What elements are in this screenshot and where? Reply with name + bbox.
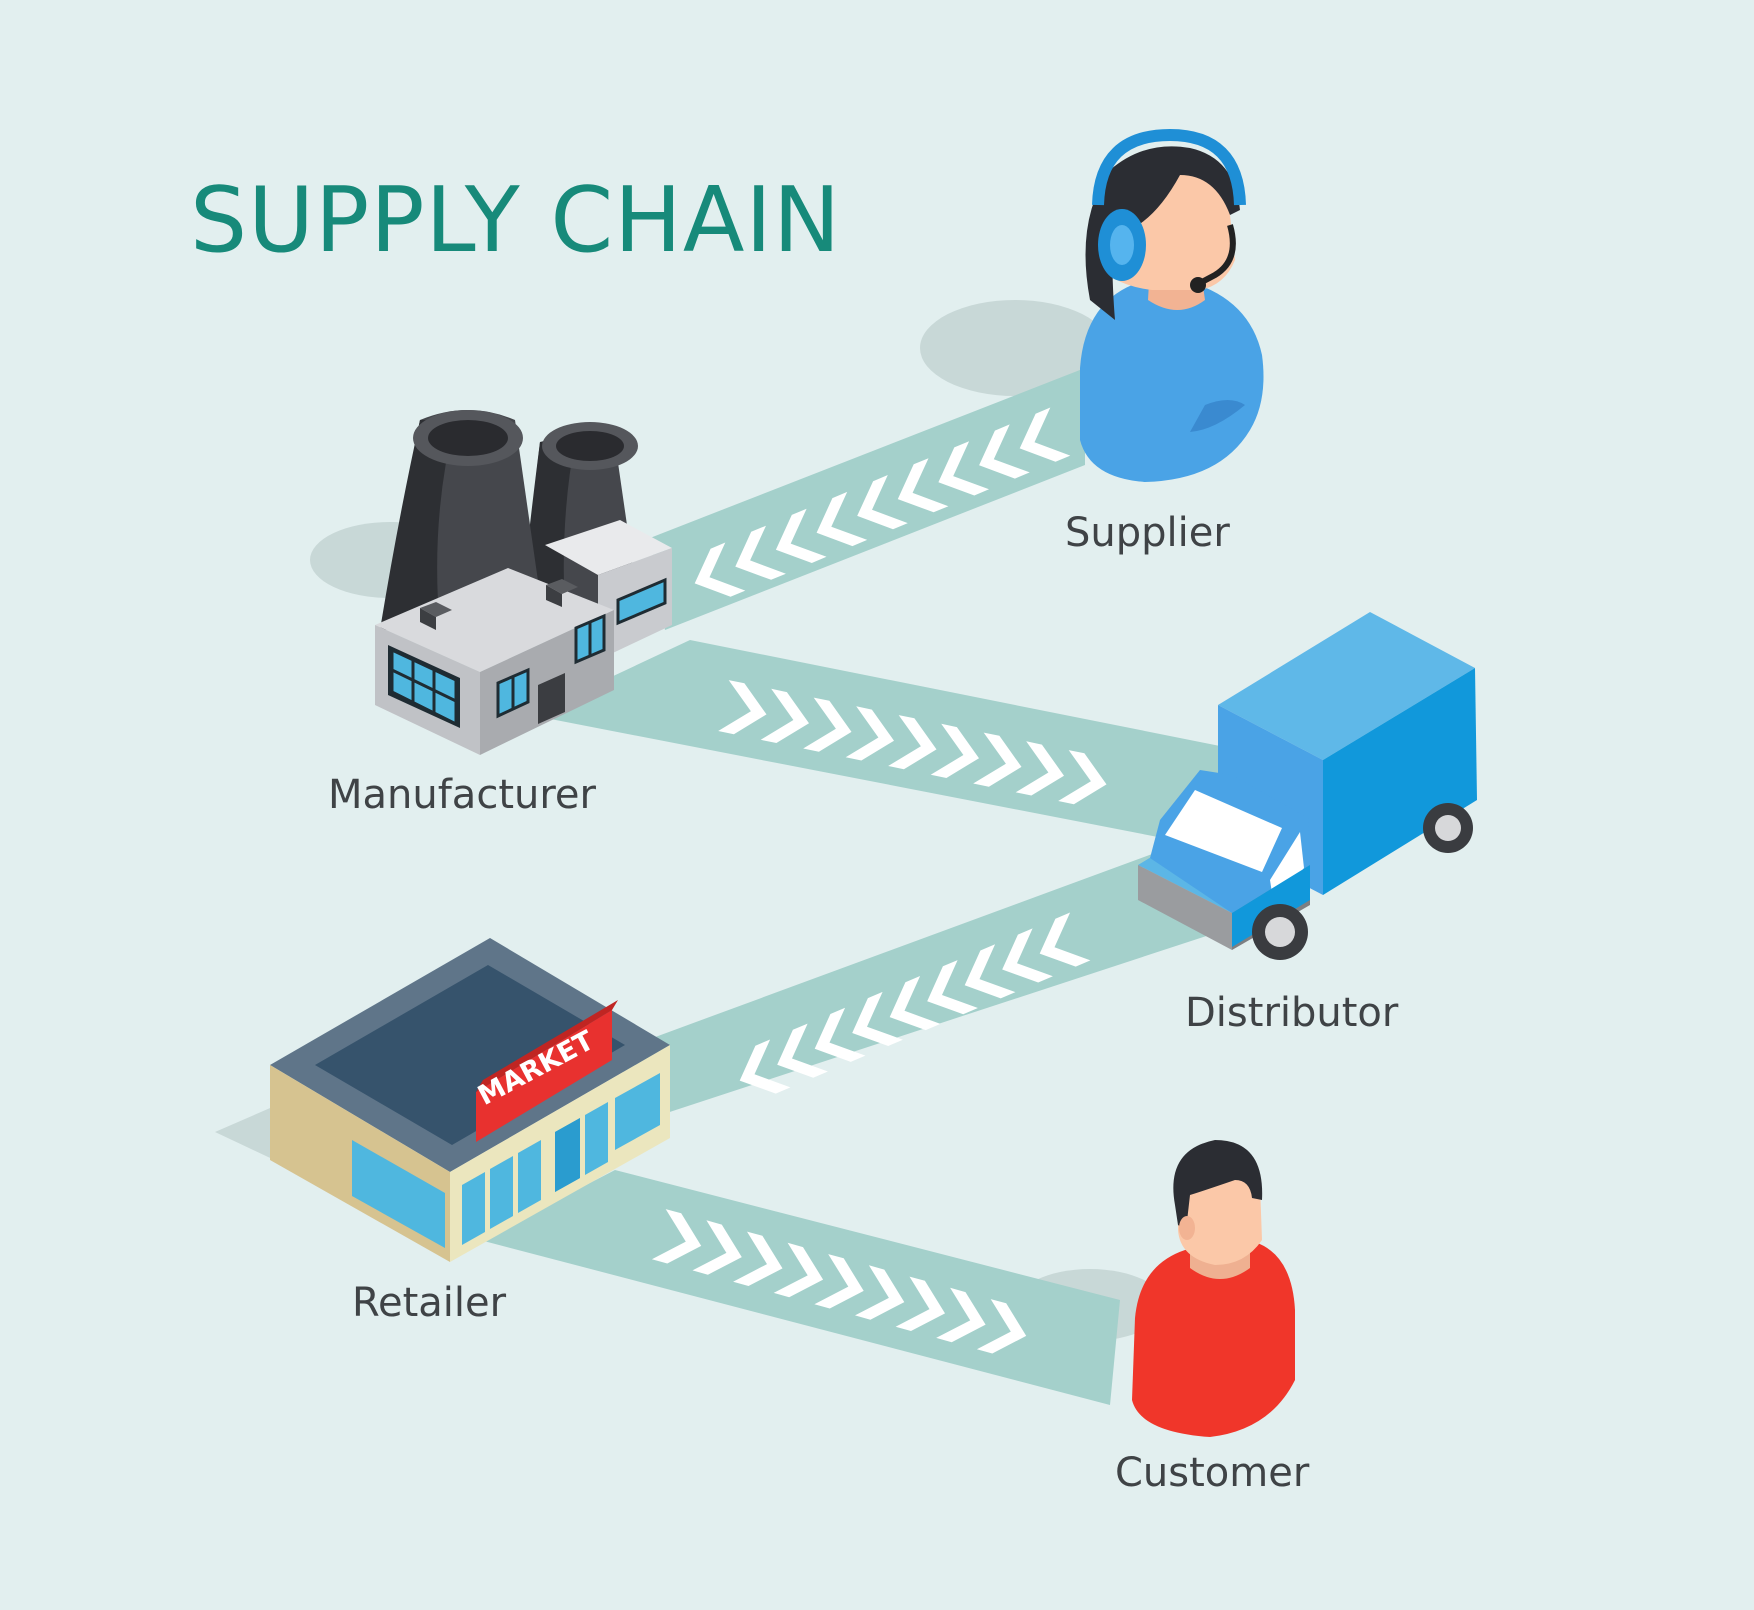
chevron-arrow-icon: [775, 508, 827, 563]
chevron-arrow-icon: [1015, 741, 1064, 796]
chevron-arrow-icon: [889, 976, 941, 1031]
chevron-arrow-icon: [845, 706, 894, 761]
chevron-arrow-icon: [1058, 750, 1107, 805]
customer-person-icon: [1132, 1140, 1295, 1437]
chevron-arrow-icon: [938, 441, 989, 496]
chevron-arrow-icon: [739, 1039, 791, 1094]
retailer-label: Retailer: [352, 1280, 507, 1326]
chevron-arrow-icon: [852, 991, 903, 1046]
chevron-arrow-icon: [897, 458, 949, 513]
chevron-arrow-icon: [857, 475, 908, 530]
chevron-arrow-icon: [735, 525, 786, 580]
chevron-arrow-icon: [855, 1265, 905, 1320]
chevron-arrow-icon: [1039, 912, 1091, 967]
chevron-arrow-icon: [718, 680, 767, 735]
market-store-icon: MARKET: [270, 938, 670, 1262]
headset-operator-icon: [1080, 128, 1264, 482]
chevron-arrow-icon: [651, 1209, 702, 1264]
chevron-arrow-icon: [760, 688, 809, 743]
chevron-arrow-icon: [694, 542, 746, 597]
chevron-arrow-icon: [803, 697, 852, 752]
chevron-arrow-icon: [979, 424, 1030, 479]
manufacturer-label: Manufacturer: [328, 772, 596, 818]
chevron-arrow-icon: [888, 715, 937, 770]
chevron-arrow-icon: [814, 1254, 864, 1309]
chevron-arrow-icon: [973, 732, 1022, 787]
flow-chevrons: [651, 407, 1107, 1354]
chevron-arrow-icon: [964, 944, 1016, 999]
chevron-arrow-icon: [1019, 407, 1071, 462]
supplier-label: Supplier: [1065, 510, 1230, 556]
page-title: SUPPLY CHAIN: [190, 168, 842, 273]
chevron-arrow-icon: [692, 1220, 742, 1275]
chevron-arrow-icon: [927, 960, 978, 1015]
distributor-label: Distributor: [1185, 990, 1399, 1036]
chevron-arrow-icon: [816, 491, 868, 547]
path-distributor-retailer: [620, 840, 1240, 1125]
customer-label: Customer: [1115, 1450, 1310, 1496]
chevron-arrow-icon: [895, 1276, 945, 1331]
factory-icon: [375, 410, 672, 755]
chevron-arrow-icon: [777, 1023, 828, 1078]
chevron-arrow-icon: [930, 723, 979, 778]
chevron-arrow-icon: [976, 1299, 1027, 1354]
chevron-arrow-icon: [814, 1007, 866, 1062]
chevron-arrow-icon: [1002, 928, 1053, 983]
chevron-arrow-icon: [936, 1287, 986, 1343]
chevron-arrow-icon: [733, 1231, 783, 1286]
chevron-arrow-icon: [773, 1242, 824, 1298]
delivery-truck-icon: [1138, 612, 1477, 960]
supplier-shadow: [920, 300, 1110, 396]
